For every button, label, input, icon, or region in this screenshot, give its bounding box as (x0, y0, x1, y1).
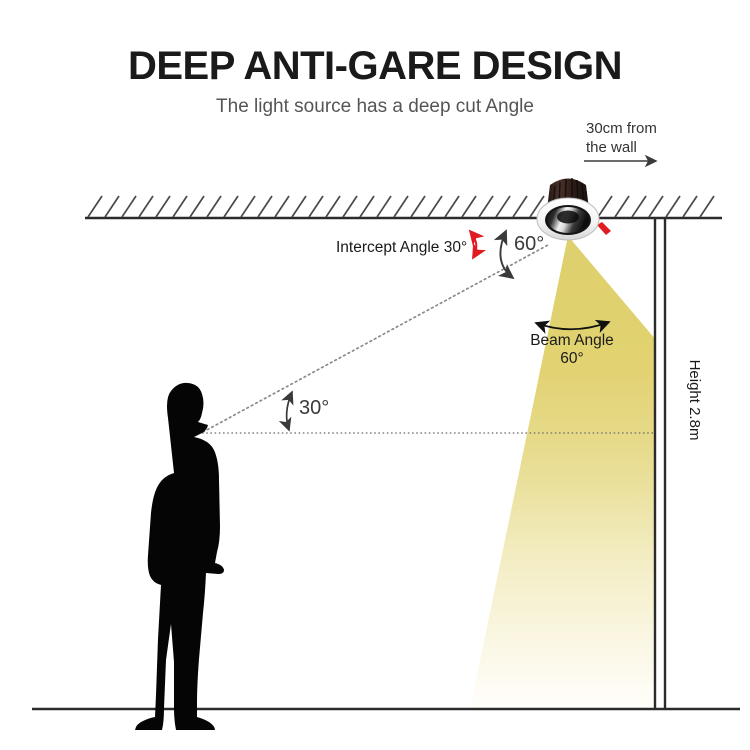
right-wall (653, 218, 667, 709)
beam-angle-line1: Beam Angle (530, 332, 614, 349)
ceiling-hatching (87, 195, 715, 218)
view-angle-arc (278, 390, 294, 432)
page-subtitle: The light source has a deep cut Angle (216, 96, 534, 117)
downlight-fixture-icon (536, 178, 611, 241)
beam-angle-arc (534, 319, 611, 334)
wall-distance-line1: 30cm from (586, 120, 657, 137)
view-angle-label: 30° (299, 397, 329, 419)
sight-line (202, 244, 549, 433)
cutoff-angle-arc (493, 229, 515, 280)
intercept-angle-label: Intercept Angle 30° (336, 239, 467, 256)
cutoff-angle-label: 60° (514, 233, 544, 255)
wall-distance-line2: the wall (586, 139, 637, 156)
person-silhouette-icon (135, 382, 224, 730)
height-label: Height 2.8m (686, 360, 703, 441)
beam-angle-line2: 60° (560, 350, 583, 367)
ceiling (85, 195, 722, 220)
intercept-angle-arrow (468, 229, 487, 260)
wall-distance-annotation: 30cm from the wall (584, 120, 658, 168)
beam-angle-annotation: Beam Angle 60° (530, 319, 614, 367)
page-title: DEEP ANTI-GARE DESIGN (128, 44, 622, 88)
cutoff-angle-annotation: 60° (493, 229, 544, 280)
intercept-angle-annotation: Intercept Angle 30° (336, 229, 487, 260)
view-angle-annotation: 30° (278, 390, 329, 432)
light-beam-cone (470, 236, 656, 709)
